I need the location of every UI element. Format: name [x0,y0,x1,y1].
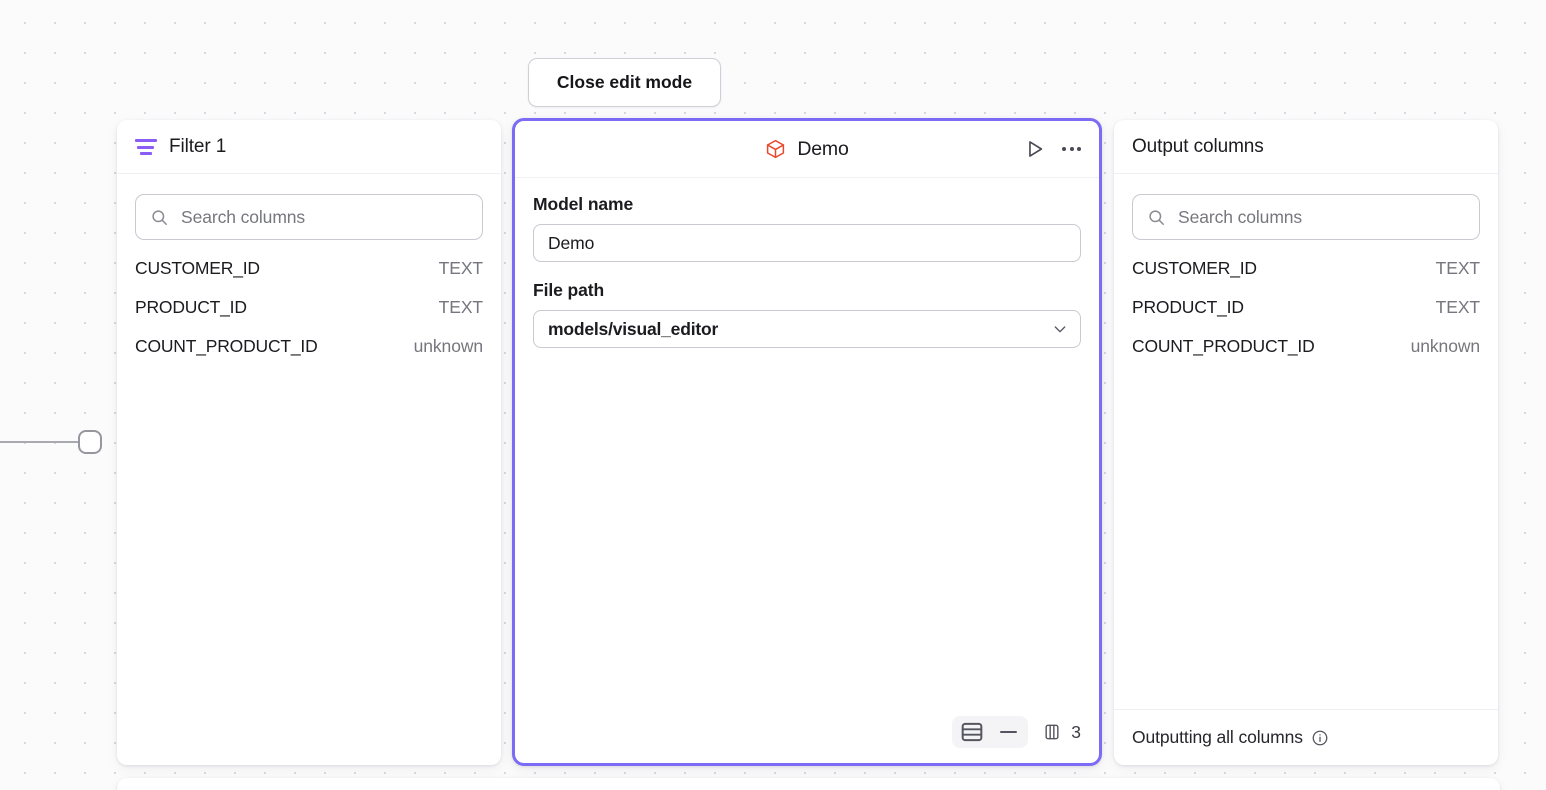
output-search-input[interactable]: Search columns [1132,194,1480,240]
output-panel-body: Search columns CUSTOMER_ID TEXT PRODUCT_… [1114,174,1498,709]
list-item[interactable]: COUNT_PRODUCT_ID unknown [1132,336,1480,375]
list-item[interactable]: CUSTOMER_ID TEXT [135,258,483,297]
output-footer-text: Outputting all columns [1132,727,1303,747]
column-name: COUNT_PRODUCT_ID [1132,336,1315,356]
list-item[interactable]: CUSTOMER_ID TEXT [1132,258,1480,297]
columns-count-value: 3 [1071,721,1081,742]
filter-icon [135,139,157,155]
preview-toggle-group [952,716,1029,748]
column-type: TEXT [438,258,483,278]
file-path-value: models/visual_editor [548,318,719,339]
info-icon[interactable] [1311,729,1329,747]
rows-icon[interactable] [958,719,986,745]
ellipsis-icon[interactable] [1060,141,1083,157]
model-panel-footer: 3 [515,707,1099,763]
output-panel-title: Output columns [1132,135,1264,157]
file-path-select[interactable]: models/visual_editor [533,310,1081,348]
column-name: PRODUCT_ID [135,297,247,317]
output-column-list: CUSTOMER_ID TEXT PRODUCT_ID TEXT COUNT_P… [1132,258,1480,375]
filter-panel-body: Search columns CUSTOMER_ID TEXT PRODUCT_… [117,174,501,765]
output-panel-footer: Outputting all columns [1114,709,1498,765]
play-icon[interactable] [1024,138,1046,160]
filter-column-list: CUSTOMER_ID TEXT PRODUCT_ID TEXT COUNT_P… [135,258,483,375]
list-item[interactable]: PRODUCT_ID TEXT [135,297,483,336]
filter-panel-header: Filter 1 [117,120,501,174]
model-header-actions [1024,138,1083,160]
cube-icon [767,139,785,159]
column-name: CUSTOMER_ID [135,258,260,278]
output-columns-panel[interactable]: Output columns Search columns CUSTOMER_I… [1114,120,1498,765]
output-panel-header: Output columns [1114,120,1498,174]
file-path-label: File path [533,280,605,300]
search-icon [1149,209,1164,225]
model-node-panel[interactable]: Demo Model name Demo File path models/vi… [512,118,1102,766]
model-panel-header: Demo [515,121,1099,178]
model-panel-body: Model name Demo File path models/visual_… [515,178,1099,707]
column-name: CUSTOMER_ID [1132,258,1257,278]
column-type: TEXT [1435,258,1480,278]
column-type: TEXT [438,297,483,317]
model-panel-title: Demo [797,137,849,160]
search-icon [152,209,167,225]
model-name-label: Model name [533,194,634,214]
list-item[interactable]: COUNT_PRODUCT_ID unknown [135,336,483,375]
edge-connector-handle[interactable] [78,430,102,454]
minus-icon[interactable] [994,719,1022,745]
filter-panel-title: Filter 1 [169,135,227,157]
column-name: PRODUCT_ID [1132,297,1244,317]
columns-icon [1045,724,1059,740]
list-item[interactable]: PRODUCT_ID TEXT [1132,297,1480,336]
model-name-input[interactable]: Demo [533,224,1081,262]
column-type: unknown [1410,336,1480,356]
filter-node-panel[interactable]: Filter 1 Search columns CUSTOMER_ID TEXT… [117,120,501,765]
column-type: TEXT [1435,297,1480,317]
lower-node-panel[interactable] [117,778,1500,790]
edge-connector-line [0,441,82,443]
filter-search-placeholder: Search columns [181,206,306,227]
model-panel-title-group: Demo [515,138,1099,161]
close-edit-mode-button[interactable]: Close edit mode [528,58,721,107]
column-name: COUNT_PRODUCT_ID [135,336,318,356]
output-search-placeholder: Search columns [1178,206,1303,227]
filter-search-input[interactable]: Search columns [135,194,483,240]
chevron-down-icon [1054,326,1066,333]
column-count-indicator: 3 [1042,722,1081,743]
column-type: unknown [413,336,483,356]
